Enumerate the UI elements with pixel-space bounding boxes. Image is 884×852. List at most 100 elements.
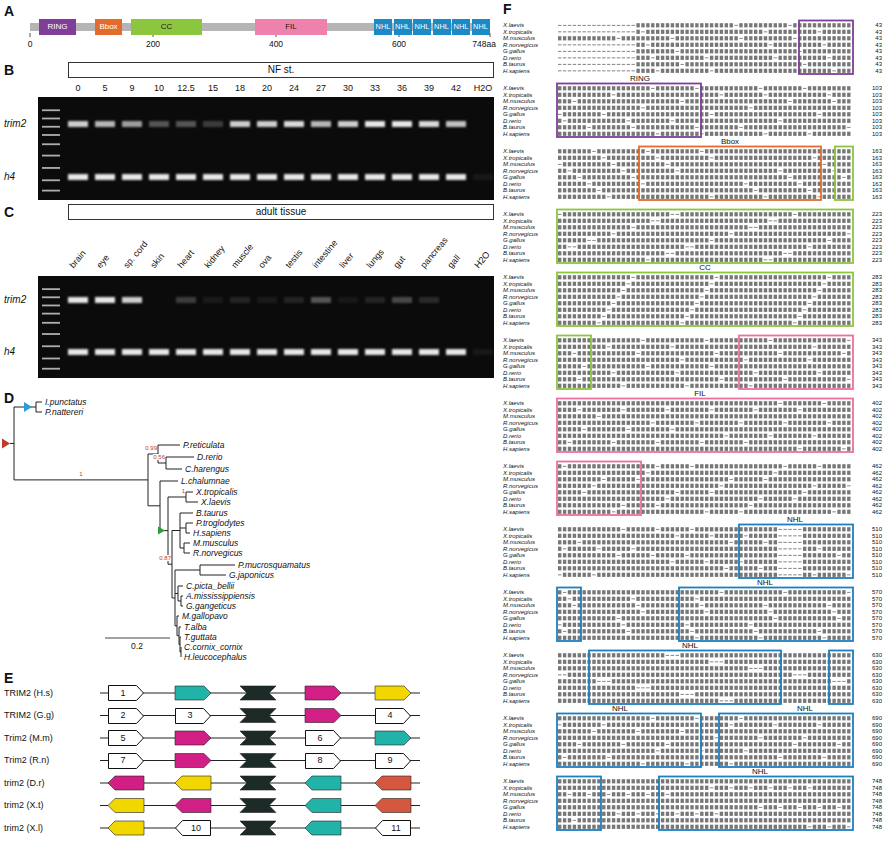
alignment-residue — [837, 49, 840, 53]
alignment-residue — [627, 132, 630, 136]
alignment-residue — [793, 69, 796, 73]
alignment-residue — [754, 175, 757, 179]
alignment-residue — [798, 119, 801, 123]
alignment-residue — [803, 119, 806, 123]
alignment-residue — [813, 49, 816, 53]
alignment-residue — [832, 219, 835, 223]
alignment-residue — [690, 125, 693, 129]
alignment-residue — [823, 232, 826, 236]
alignment-residue — [832, 101, 835, 102]
alignment-residue — [783, 62, 786, 66]
alignment-residue — [651, 149, 654, 153]
alignment-residue — [578, 125, 581, 129]
alignment-residue — [632, 227, 635, 228]
alignment-residue — [627, 219, 630, 223]
alignment-residue — [808, 149, 811, 153]
alignment-residue — [583, 93, 586, 97]
alignment-residue — [788, 182, 791, 186]
alignment-residue — [602, 36, 605, 40]
alignment-residue — [583, 219, 586, 223]
gel-band — [338, 174, 358, 180]
alignment-residue — [749, 156, 752, 160]
alignment-residue — [587, 183, 590, 184]
alignment-residue — [690, 86, 693, 90]
alignment-residue — [759, 245, 762, 249]
alignment-residue — [671, 120, 674, 121]
alignment-residue — [563, 112, 566, 116]
alignment-residue — [818, 212, 821, 216]
alignment-residue — [808, 43, 811, 47]
alignment-residue — [798, 156, 801, 160]
alignment-residue — [734, 232, 737, 236]
alignment-residue — [705, 175, 708, 179]
alignment-residue — [725, 86, 728, 90]
alignment-residue — [627, 99, 630, 103]
alignment-residue — [739, 106, 742, 110]
alignment-residue — [661, 219, 664, 223]
alignment-residue — [558, 93, 561, 97]
alignment-residue — [671, 112, 674, 116]
alignment-residue — [671, 125, 674, 129]
gel-band — [311, 174, 331, 180]
alignment-residue — [793, 30, 796, 34]
alignment-residue — [715, 212, 718, 216]
alignment-residue — [695, 23, 698, 27]
alignment-residue — [587, 31, 590, 32]
alignment-residue — [754, 195, 757, 199]
alignment-residue — [602, 106, 605, 110]
alignment-residue — [583, 70, 586, 71]
alignment-residue — [744, 23, 747, 27]
alignment-residue — [730, 219, 733, 223]
alignment-residue — [578, 232, 581, 236]
alignment-residue — [764, 49, 767, 53]
alignment-residue — [769, 232, 772, 236]
alignment-residue — [715, 56, 718, 60]
alignment-residue — [744, 93, 747, 97]
alignment-residue — [632, 245, 635, 249]
alignment-residue — [813, 93, 816, 97]
alignment-residue — [739, 182, 742, 186]
alignment-residue — [832, 56, 835, 60]
alignment-residue — [671, 162, 674, 166]
alignment-residue — [597, 31, 600, 32]
alignment-residue — [842, 49, 845, 53]
gene-arrow — [305, 776, 341, 790]
alignment-residue — [847, 30, 850, 34]
alignment-residue — [808, 169, 811, 173]
alignment-residue — [754, 62, 757, 66]
alignment-residue — [715, 182, 718, 186]
alignment-residue — [646, 156, 649, 160]
alignment-residue — [685, 246, 688, 247]
alignment-residue — [597, 225, 600, 229]
alignment-residue — [602, 188, 605, 192]
alignment-residue — [632, 44, 635, 45]
alignment-residue — [646, 251, 649, 255]
alignment-residue — [568, 246, 571, 247]
gene-arrow — [375, 799, 411, 813]
alignment-residue — [769, 44, 772, 45]
alignment-residue — [842, 245, 845, 249]
gel-image — [38, 97, 494, 200]
alignment-residue — [720, 169, 723, 173]
alignment-residue — [681, 238, 684, 242]
alignment-residue — [832, 112, 835, 116]
alignment-residue — [842, 125, 845, 129]
alignment-residue — [749, 162, 752, 166]
alignment-residue — [774, 195, 777, 199]
gel-image — [38, 276, 494, 378]
alignment-residue — [622, 106, 625, 110]
alignment-residue — [681, 86, 684, 90]
alignment-residue — [847, 112, 850, 116]
alignment-residue — [715, 169, 718, 173]
alignment-residue — [681, 112, 684, 116]
alignment-residue — [759, 125, 762, 129]
alignment-residue — [803, 23, 806, 27]
alignment-residue — [808, 238, 811, 242]
alignment-residue — [676, 182, 679, 186]
alignment-residue — [656, 49, 659, 53]
alignment-residue — [828, 188, 831, 192]
alignment-residue — [759, 62, 762, 66]
alignment-residue — [563, 225, 566, 229]
alignment-residue — [710, 30, 713, 34]
alignment-residue — [583, 251, 586, 255]
